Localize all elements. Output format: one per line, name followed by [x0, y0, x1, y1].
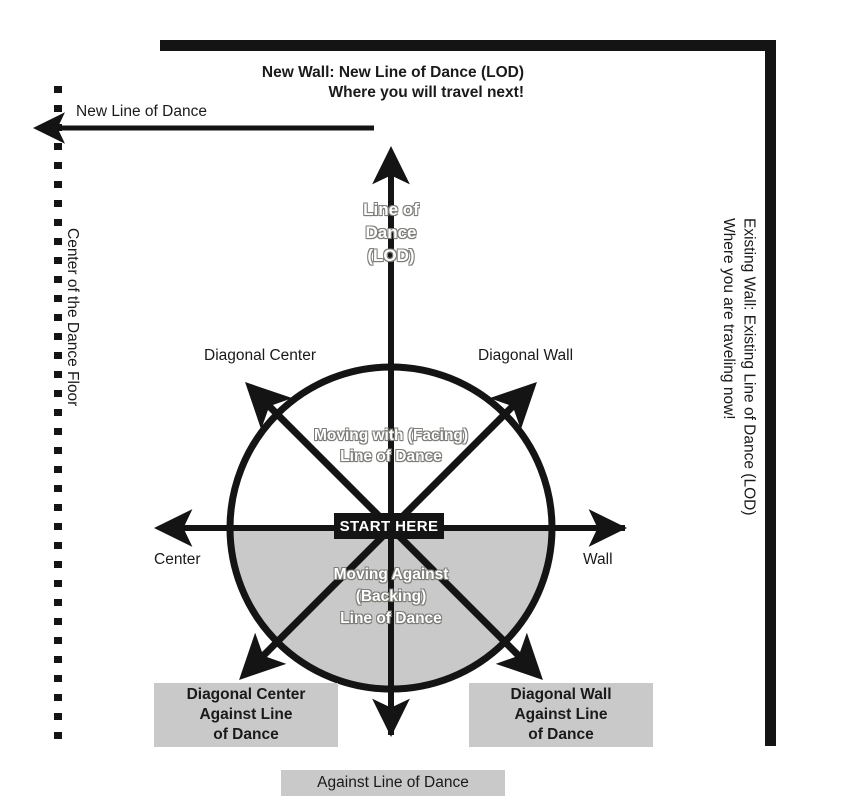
lod-axis-label-line1: Line of — [363, 200, 419, 219]
against-line-of-dance-box: Against Line of Dance — [281, 770, 505, 796]
center-label: Center — [154, 551, 201, 568]
diagonal-wall-arrow — [388, 382, 537, 531]
diagonal-wall-label: Diagonal Wall — [478, 347, 574, 364]
diagonal-wall-against-arrow — [388, 525, 543, 680]
new-wall-subheadline: Where you will travel next! — [328, 84, 524, 101]
center-of-dance-floor-label: Center of the Dance Floor — [64, 228, 82, 407]
new-wall-headline: New Wall: New Line of Dance (LOD) — [261, 64, 524, 81]
existing-wall-label: Existing Wall: Existing Line of Dance (L… — [720, 218, 758, 516]
moving-against-lod-line1: Moving Against — [333, 566, 449, 583]
lod-axis-label-line2: Dance — [365, 223, 417, 242]
diagonal-center-against-lod-box: Diagonal Center Against Line of Dance — [154, 683, 338, 747]
moving-against-lod-line3: Line of Dance — [340, 610, 442, 627]
moving-with-lod-line1: Moving with (Facing) — [313, 427, 469, 444]
diagonal-center-arrow — [245, 382, 394, 531]
lod-axis-label-line3: (LOD) — [367, 246, 415, 265]
existing-wall-bar — [765, 40, 776, 746]
new-line-of-dance-label: New Line of Dance — [76, 103, 207, 120]
moving-with-lod-line2: Line of Dance — [340, 448, 442, 465]
moving-against-lod-line2: (Backing) — [355, 588, 427, 605]
diagonal-wall-against-lod-box: Diagonal Wall Against Line of Dance — [469, 683, 653, 747]
diagonal-center-label: Diagonal Center — [204, 347, 317, 364]
start-here-badge[interactable]: START HERE — [334, 513, 444, 539]
diagonal-center-against-arrow — [239, 525, 394, 680]
new-wall-bar — [160, 40, 776, 51]
wall-label: Wall — [583, 551, 613, 568]
